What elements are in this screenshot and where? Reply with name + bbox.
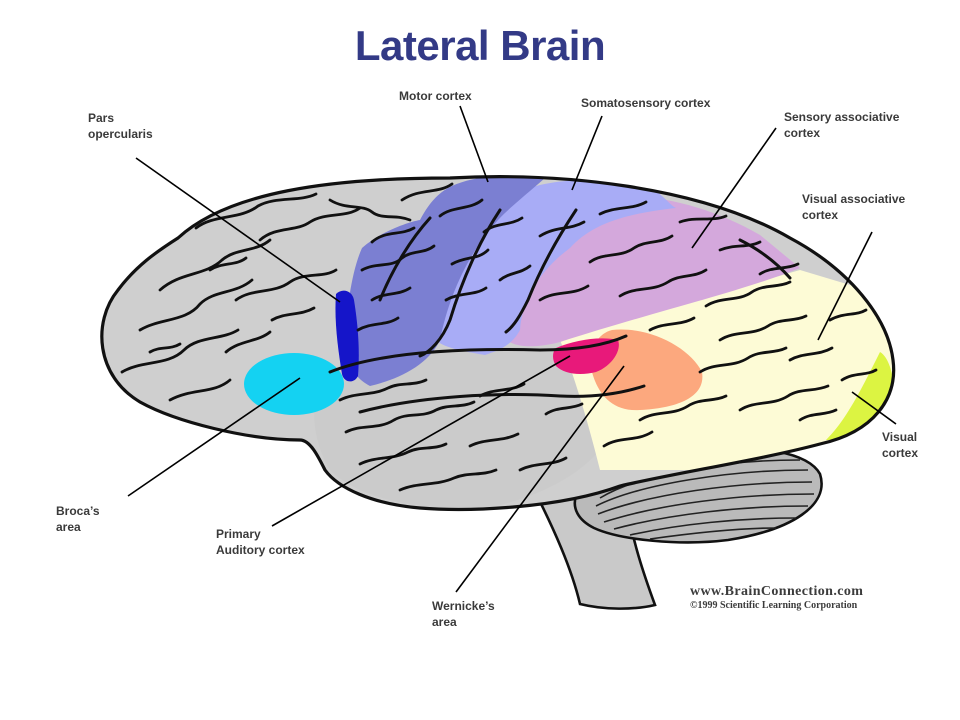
precentral-sulcus	[378, 216, 432, 302]
leader-line-pars	[135, 157, 341, 303]
leader-line-visual	[851, 391, 897, 425]
label-somatosensory-cortex: Somatosensory cortex	[581, 96, 711, 110]
superior-temporal-sulcus	[358, 384, 646, 414]
leader-line-motor	[459, 105, 489, 183]
credit: www.BrainConnection.com ©1999 Scientific…	[690, 584, 863, 611]
page-title: Lateral Brain	[354, 22, 606, 69]
leader-line-wernicke	[455, 365, 625, 593]
sylvian-fissure	[328, 334, 628, 374]
primary-auditory-region	[553, 338, 619, 374]
pars-opercularis-region	[335, 290, 359, 382]
motor-region	[346, 176, 545, 386]
label-motor-cortex: Motor cortex	[399, 89, 472, 103]
cerebrum	[100, 175, 896, 511]
wernicke-region	[590, 329, 703, 411]
visual-associative-region	[560, 270, 894, 470]
brain-gyri	[120, 182, 878, 492]
credit-copyright: ©1999 Scientific Learning Corporation	[690, 600, 858, 611]
leader-line-broca	[127, 377, 301, 497]
leader-line-sensory-assoc	[691, 127, 777, 249]
leader-line-somatosensory	[571, 115, 603, 191]
leader-line-visual-assoc	[817, 231, 873, 341]
parieto-occipital-line	[738, 238, 792, 280]
central-sulcus	[418, 208, 502, 358]
postcentral-sulcus	[504, 208, 578, 334]
leader-lines	[127, 105, 897, 593]
credit-site: www.BrainConnection.com	[690, 584, 864, 599]
leader-line-auditory	[271, 355, 571, 527]
